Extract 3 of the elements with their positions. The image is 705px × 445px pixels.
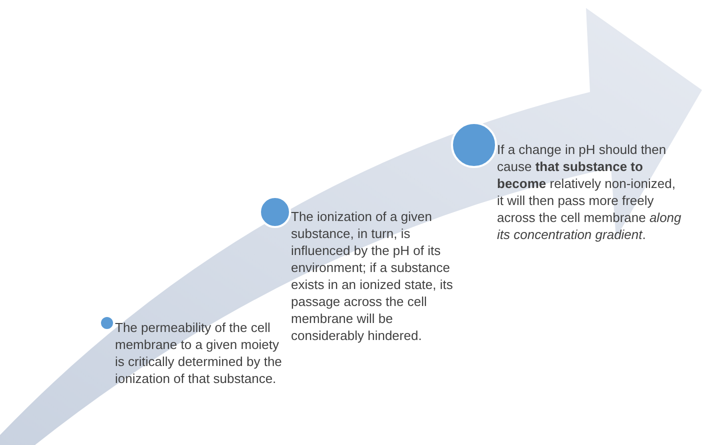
step-text: If a change in pH should then cause that substance to become relatively non-ionized, it will then pass more freely across the cell membrane along its concentration gradient. bbox=[497, 141, 682, 243]
step-text: The ionization of a given substance, in turn, is influenced by the pH of its environment; if a substance exists in an ionized state, its passage across the cell membrane will be considerably hindered. bbox=[291, 208, 454, 344]
step-text: The permeability of the cell membrane to a given moiety is critically determined by the ionization of that substance. bbox=[115, 319, 283, 387]
